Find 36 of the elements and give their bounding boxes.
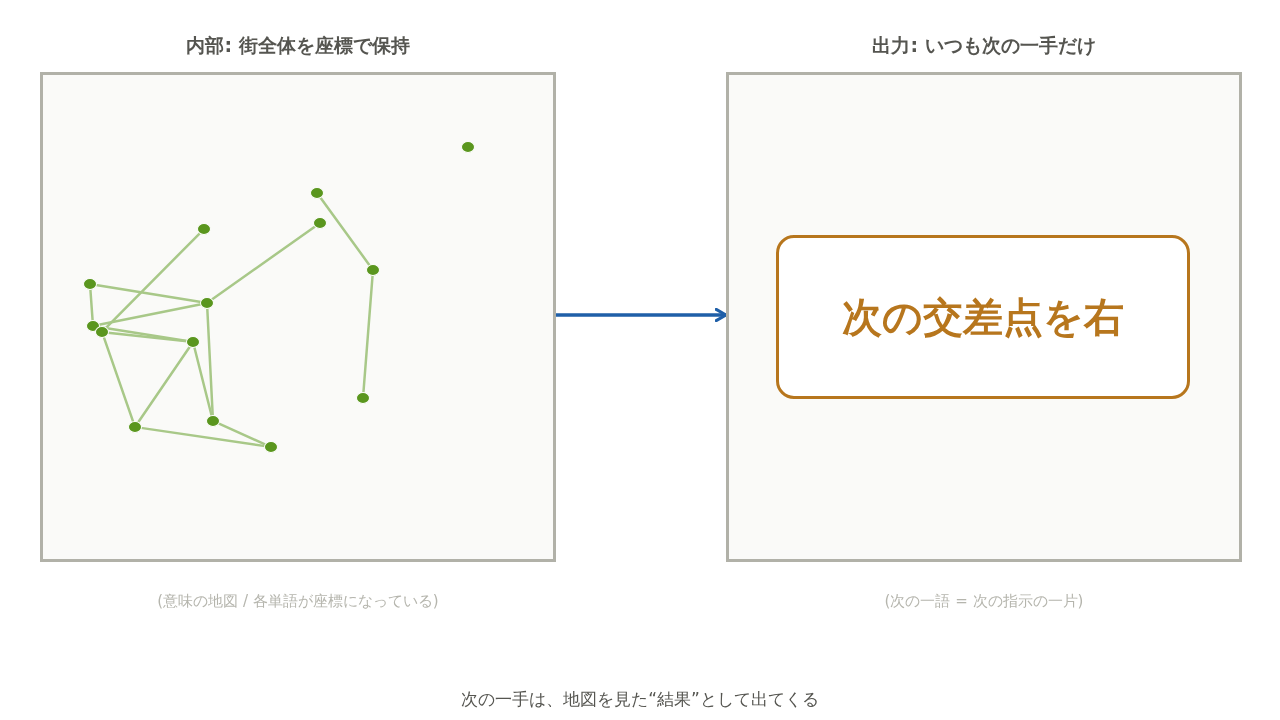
connector-line [193, 346, 213, 417]
graph-dot [86, 320, 100, 332]
arrow [554, 307, 728, 323]
panel-caption: (次の一語 = 次の指示の一片) [883, 592, 1085, 611]
connector-line [319, 196, 371, 267]
graph-dot [366, 264, 380, 276]
graph-dot [200, 297, 214, 309]
instruction-box [776, 235, 1190, 399]
instruction-text: 次の交差点を右 [842, 292, 1124, 342]
graph-dot [95, 326, 109, 338]
graph-dot [206, 415, 220, 427]
graph-dot [83, 278, 97, 290]
graph-dot [310, 187, 324, 199]
graph-dot [197, 223, 211, 235]
graph-dot [313, 217, 327, 229]
graph-dot [356, 392, 370, 404]
connector-line [97, 302, 203, 327]
connector-line [94, 283, 203, 304]
connector-line [89, 288, 94, 322]
connector-line [139, 426, 267, 448]
graph-dot [461, 141, 475, 153]
connector-line [206, 307, 214, 417]
connector-line [106, 331, 189, 343]
panel-caption: (意味の地図 / 各単語が座標になっている) [156, 592, 440, 611]
connector-line [102, 336, 135, 423]
graph-dot [128, 421, 142, 433]
graph-dot [264, 441, 278, 453]
graph-dot [186, 336, 200, 348]
connector-line [137, 345, 191, 424]
connector-line [104, 232, 202, 329]
connector-line [210, 225, 317, 301]
panel-heading: 出力: いつも次の一手だけ [871, 33, 1097, 58]
footer-note: 次の一手は、地図を見た“結果”として出てくる [460, 688, 820, 711]
connector-line [362, 274, 374, 394]
panel-heading: 内部: 街全体を座標で保持 [185, 33, 411, 58]
connector-line [217, 422, 267, 446]
